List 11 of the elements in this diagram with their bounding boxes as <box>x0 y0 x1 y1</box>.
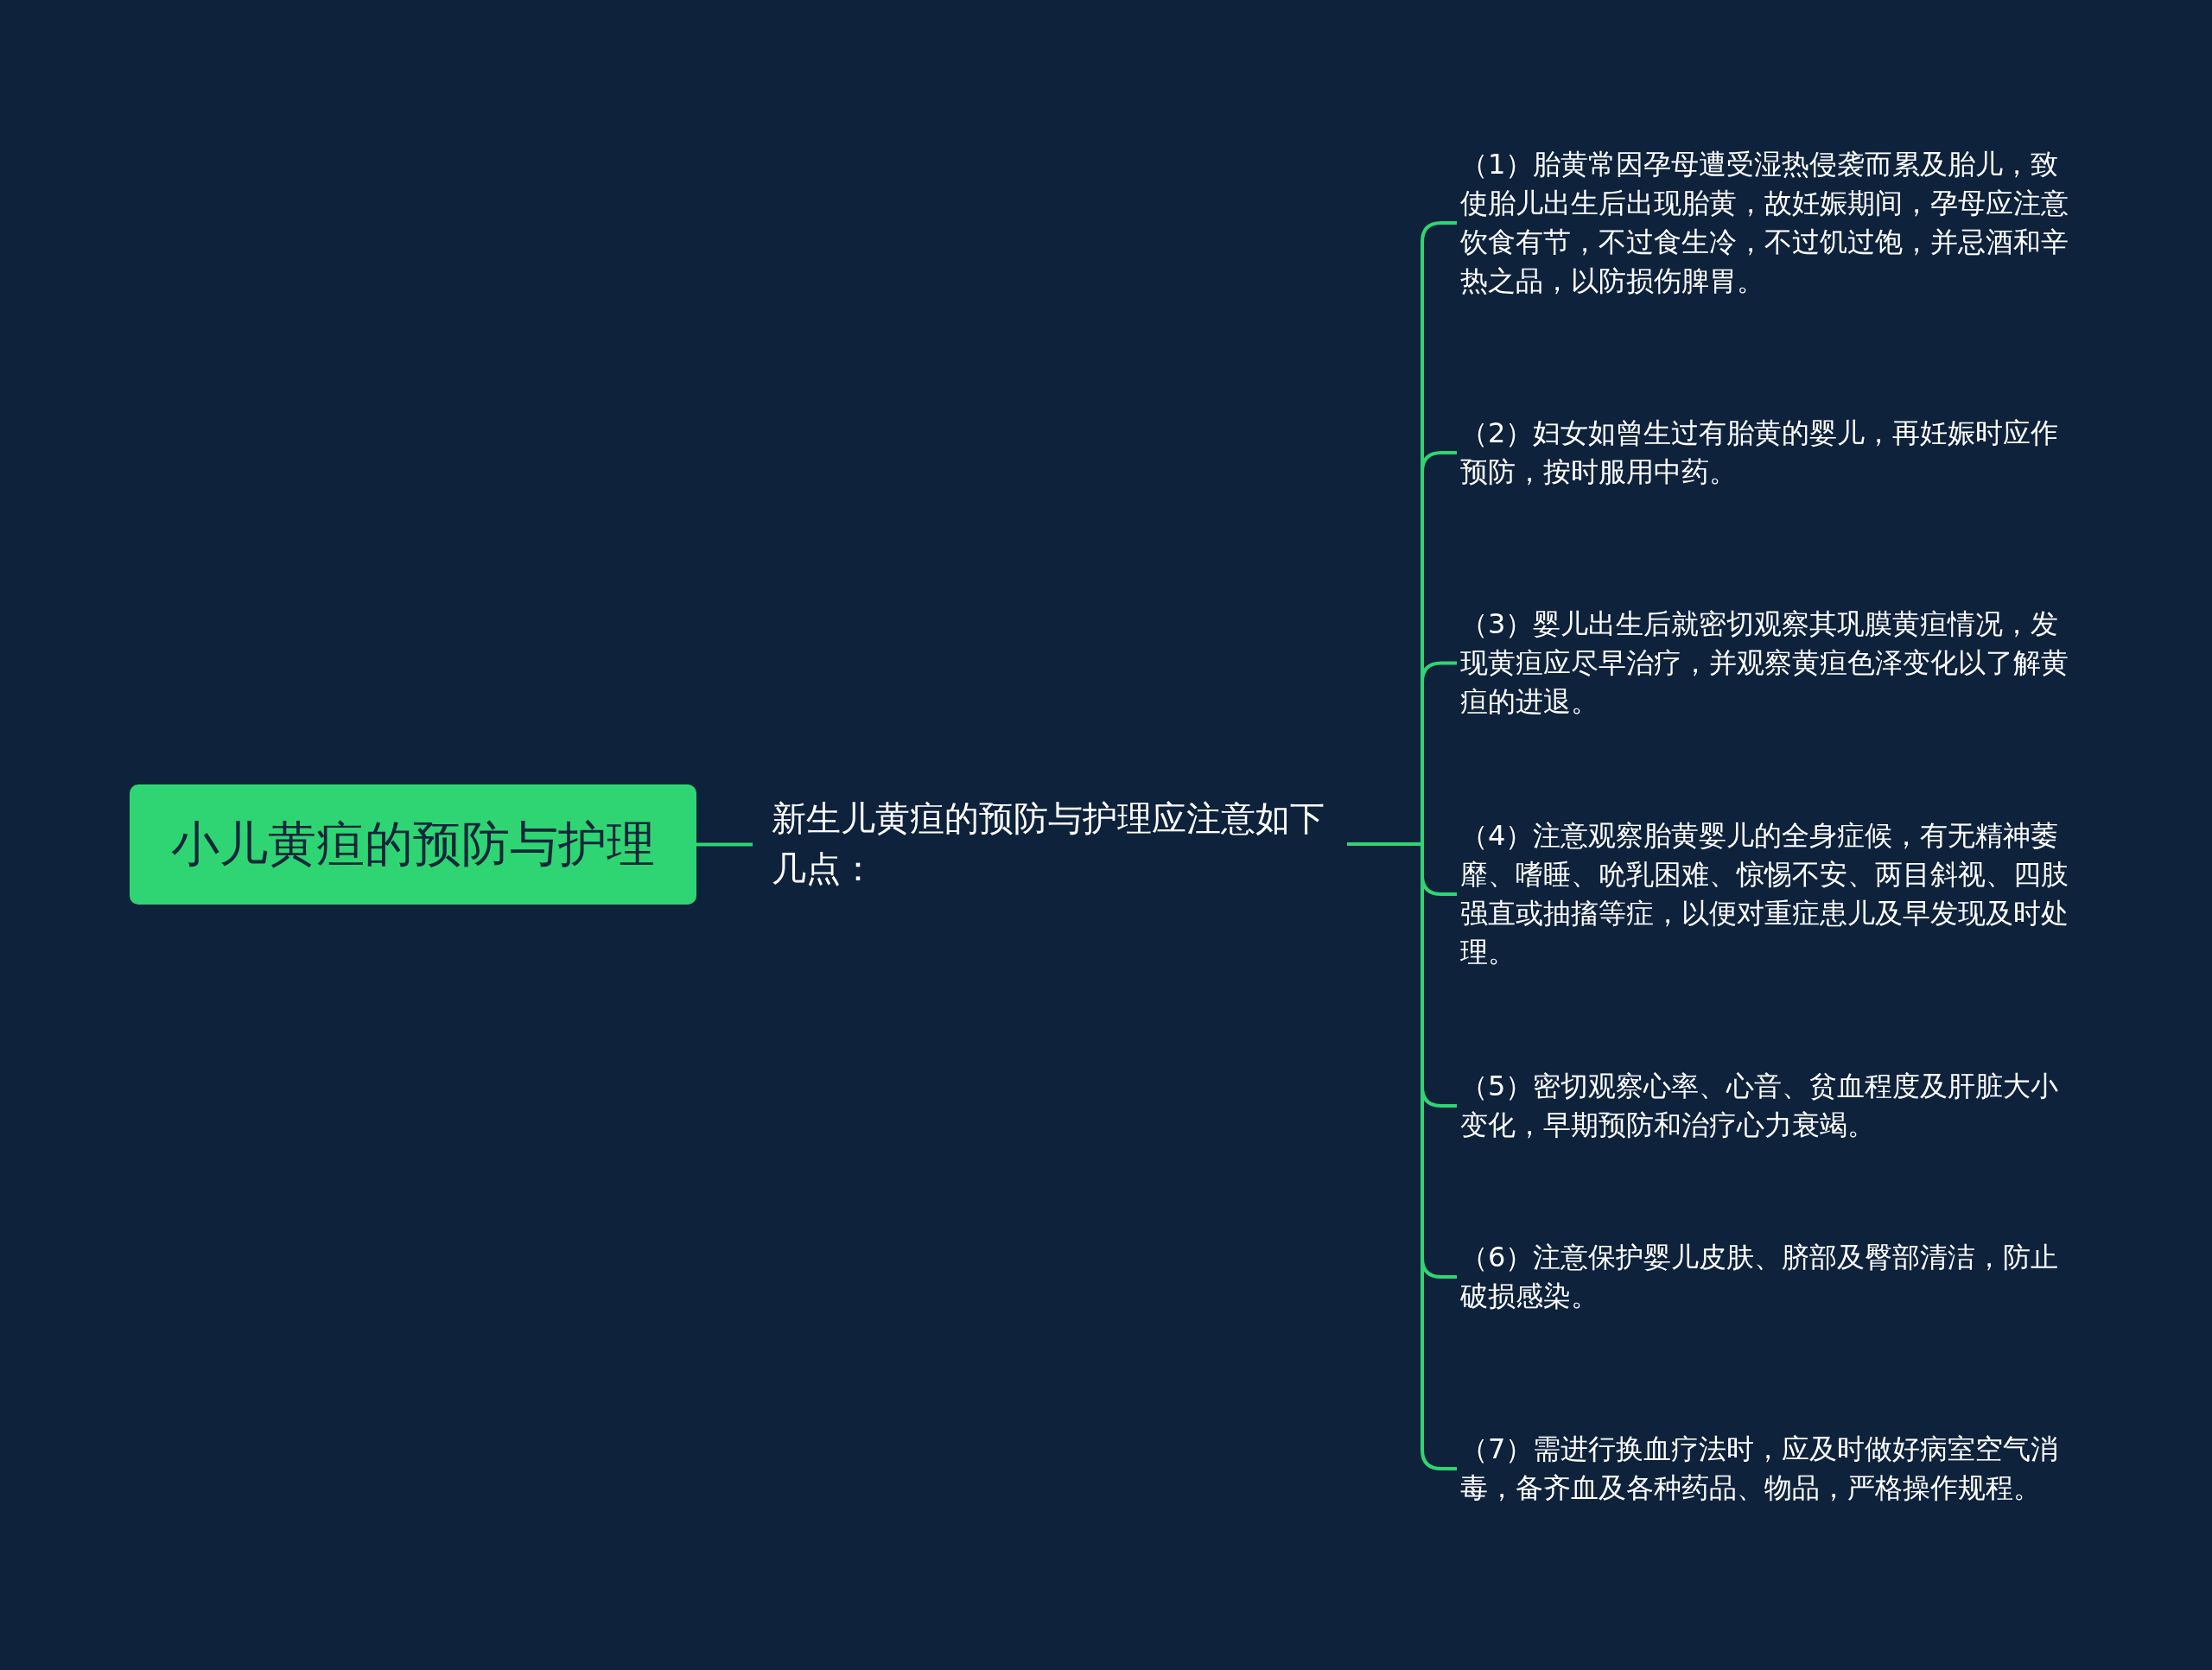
note-text: （2）妇女如曾生过有胎黄的婴儿，再妊娠时应作预防，按时服用中药。 <box>1460 414 2082 492</box>
connector-line <box>1347 842 1457 1470</box>
connector-line <box>696 842 753 847</box>
note-text: （3）婴儿出生后就密切观察其巩膜黄疸情况，发现黄疸应尽早治疗，并观察黄疸色泽变化以了解黄疸的进退。 <box>1460 604 2082 721</box>
note-text: （1）胎黄常因孕母遭受湿热侵袭而累及胎儿，致使胎儿出生后出现胎黄，故妊娠期间，孕母应注意饮食有节，不过食生冷，不过饥过饱，并忌酒和辛热之品，以防损伤脾胃。 <box>1460 145 2082 301</box>
subtopic-text: 新生儿黄疸的预防与护理应注意如下几点： <box>772 793 1342 895</box>
topic-box: 小儿黄疸的预防与护理 <box>130 784 696 905</box>
note-text: （7）需进行换血疗法时，应及时做好病室空气消毒，备齐血及各种药品、物品，严格操作规程。 <box>1460 1430 2082 1508</box>
note-text: （4）注意观察胎黄婴儿的全身症候，有无精神萎靡、嗜睡、吮乳困难、惊惕不安、两目斜视、四肢强直或抽搐等症，以便对重症患儿及早发现及时处理。 <box>1460 816 2082 972</box>
note-text: （6）注意保护婴儿皮肤、脐部及臀部清洁，防止破损感染。 <box>1460 1238 2082 1316</box>
note-text: （5）密切观察心率、心音、贫血程度及肝脏大小变化，早期预防和治疗心力衰竭。 <box>1460 1067 2082 1145</box>
